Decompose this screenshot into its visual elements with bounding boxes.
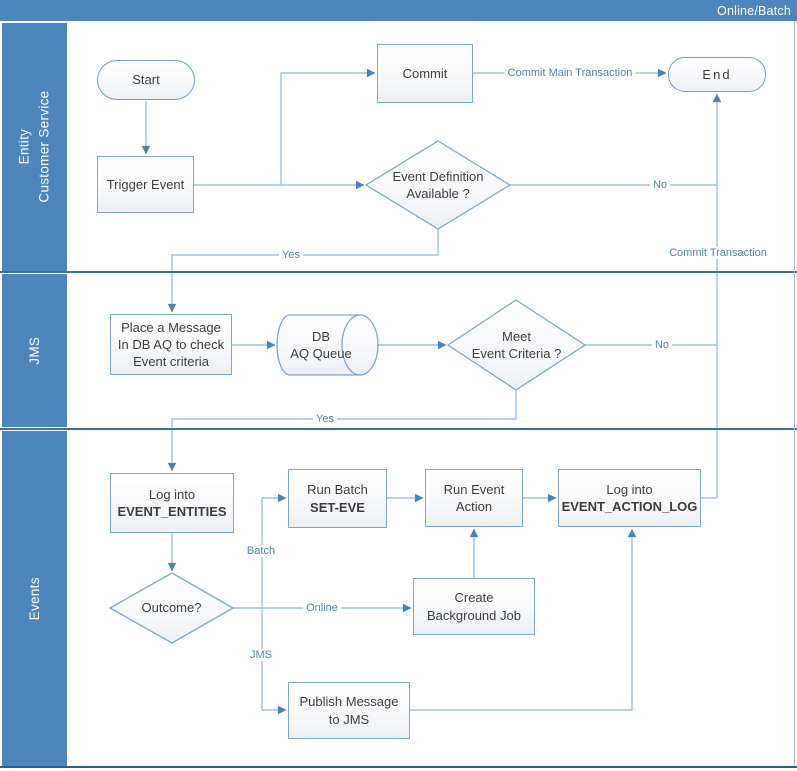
node-label: to JMS [328, 711, 370, 727]
node-run-event-action: Run Event Action [425, 469, 523, 527]
edge-branch-to-commit [280, 68, 376, 185]
lane-label-entity-customer-service: Entity Customer Service [2, 23, 67, 271]
node-label: Meet [502, 328, 531, 344]
node-label: Action [455, 499, 493, 514]
diamond-meet-criteria-shape [446, 299, 587, 391]
node-label: Available ? [406, 186, 470, 201]
node-create-background-job: Create Background Job [413, 578, 535, 635]
node-label: Log into [148, 486, 196, 502]
node-meet-criteria: Meet Event Criteria ? [448, 300, 585, 390]
node-label: EVENT_ENTITIES [117, 504, 227, 519]
edge-label-commit-transaction: Commit Transaction [666, 247, 770, 259]
node-db-queue: DB AQ Queue [277, 316, 365, 374]
node-label: Trigger Event [106, 176, 185, 192]
node-outcome: Outcome? [110, 573, 233, 643]
edge-label-yes-event-def: Yes [279, 249, 303, 261]
node-label: Event criteria [133, 354, 209, 370]
edge-label-yes-criteria: Yes [313, 413, 337, 425]
bottom-border [0, 766, 797, 768]
node-label: Start [132, 72, 160, 88]
edge-publish-to-logaction [410, 528, 637, 711]
cylinder-db-queue-cap [341, 314, 361, 376]
edge-label-no-criteria: No [651, 339, 673, 351]
page-title: Online/Batch [717, 3, 791, 18]
lane-label-events: Events [2, 431, 67, 766]
node-end: End [668, 57, 766, 92]
header-bar: Online/Batch [0, 0, 797, 21]
edge-label-jms: JMS [247, 649, 275, 661]
node-label: End [702, 66, 732, 82]
node-commit: Commit [377, 44, 473, 103]
node-label: Place a Message [121, 319, 221, 335]
node-start: Start [97, 60, 195, 100]
node-label: Log into [606, 481, 653, 497]
edge-label-commit-main-transaction: Commit Main Transaction [504, 67, 636, 79]
node-label: EVENT_ACTION_LOG [561, 499, 698, 514]
lane-boundary-1 [0, 271, 797, 273]
edge-label-batch: Batch [243, 545, 279, 557]
node-label: AQ Queue [290, 346, 352, 361]
node-label: Event Criteria ? [471, 346, 562, 361]
node-trigger-event: Trigger Event [97, 156, 194, 213]
edge-label-no-event-def: No [649, 179, 671, 191]
edge-meet-yes [167, 390, 517, 472]
edge-outcome-batch [261, 493, 287, 608]
node-label: Background Job [427, 607, 521, 623]
node-label: In DB AQ to check [117, 336, 225, 352]
lane-label-jms: JMS [2, 274, 67, 427]
diamond-event-definition-shape [364, 140, 512, 230]
edge-outcome-jms [261, 608, 287, 715]
node-label: Run Event [443, 481, 505, 497]
node-event-definition: Event Definition Available ? [366, 141, 510, 229]
node-place-message: Place a Message In DB AQ to check Event … [110, 314, 232, 375]
node-log-event-entities: Log into EVENT_ENTITIES [110, 473, 234, 533]
node-publish-message-jms: Publish Message to JMS [288, 682, 410, 739]
node-label: Outcome? [141, 600, 202, 616]
node-label: Publish Message [299, 694, 399, 710]
edge-eventdef-yes [167, 229, 439, 313]
node-label: DB [311, 328, 331, 344]
node-label: SET-EVE [310, 499, 365, 515]
edge-label-online: Online [303, 602, 341, 614]
lane-boundary-2 [0, 428, 797, 430]
node-log-event-action-log: Log into EVENT_ACTION_LOG [558, 469, 701, 527]
node-run-batch: Run Batch SET-EVE [288, 469, 387, 528]
node-label: Commit [402, 65, 448, 81]
diamond-outcome-shape [108, 572, 235, 644]
node-label: Run Batch [307, 482, 368, 498]
right-border [794, 21, 795, 766]
node-label: Create [454, 590, 494, 606]
node-label: Event Definition [392, 168, 484, 184]
